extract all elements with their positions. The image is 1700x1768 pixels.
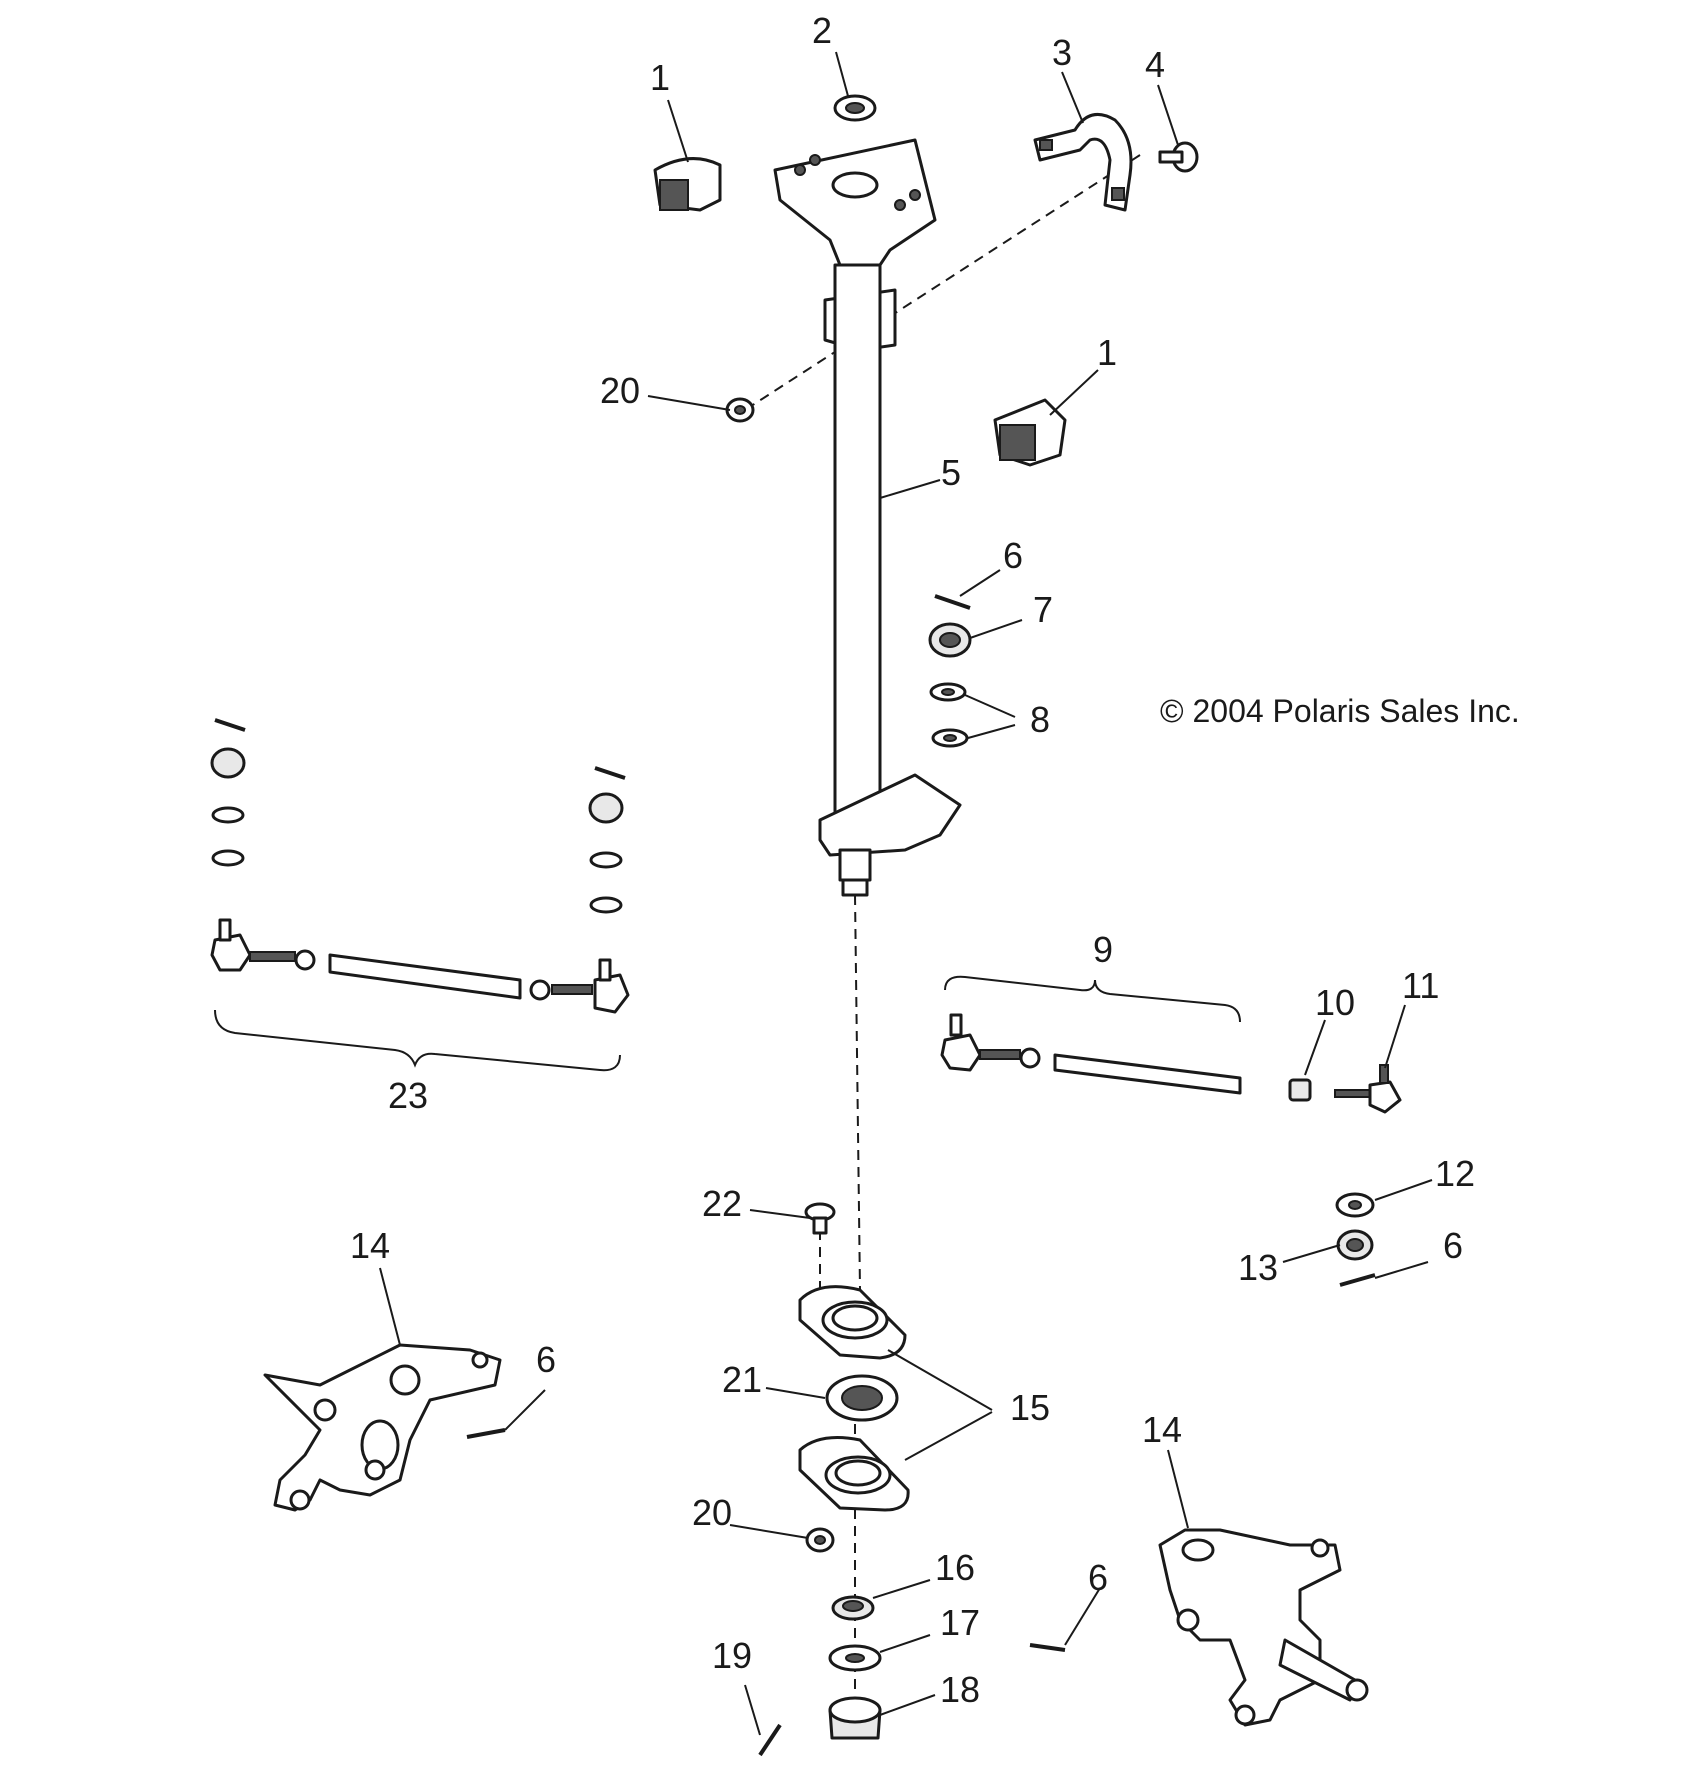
callout-labels: 1 2 3 4 1 20 5 6 7 8 9 10 11 23 22 12 13… <box>350 10 1475 1710</box>
bolt-clamp <box>1158 141 1199 173</box>
callout-label: 4 <box>1145 44 1165 85</box>
nut-top <box>833 94 877 122</box>
washer-tie-rod <box>1335 1192 1375 1218</box>
clamp <box>1033 112 1133 212</box>
nut-upper <box>725 397 755 423</box>
tie-rod-assembly-left <box>210 718 630 1072</box>
leader-lines <box>379 51 1433 1736</box>
callout-label: 8 <box>1030 699 1050 740</box>
callout-label: 17 <box>940 1602 980 1643</box>
bushing-right <box>993 398 1067 467</box>
bearing <box>825 1374 899 1422</box>
callout-label: 18 <box>940 1669 980 1710</box>
callout-label: 6 <box>1088 1557 1108 1598</box>
callout-label: 19 <box>712 1635 752 1676</box>
callout-label: 6 <box>1003 535 1023 576</box>
spacer <box>831 1595 875 1621</box>
washer-lower <box>828 1644 882 1672</box>
callout-label: 14 <box>1142 1409 1182 1450</box>
callout-label: 1 <box>650 57 670 98</box>
copyright-notice: © 2004 Polaris Sales Inc. <box>1160 693 1520 729</box>
callout-label: 20 <box>600 370 640 411</box>
callout-label: 6 <box>536 1339 556 1380</box>
callout-label: 1 <box>1097 332 1117 373</box>
bearing-housing-lower <box>798 1436 910 1512</box>
callout-label: 6 <box>1443 1225 1463 1266</box>
washers-column <box>929 682 969 748</box>
castle-nut-column <box>928 622 972 658</box>
tie-rod-end <box>1334 1064 1402 1114</box>
bushing-top <box>653 157 722 212</box>
assembly-line-column-lower <box>854 894 861 1291</box>
callout-label: 23 <box>388 1075 428 1116</box>
cotter-pin-lower <box>758 1723 782 1757</box>
callout-label: 11 <box>1402 965 1439 1006</box>
callout-label: 13 <box>1238 1247 1278 1288</box>
callout-label: 9 <box>1093 929 1113 970</box>
callout-label: 16 <box>935 1547 975 1588</box>
spindle-right <box>1158 1528 1369 1727</box>
cotter-pin-spindle-right <box>1029 1643 1066 1652</box>
steering-column <box>773 138 962 897</box>
nut-lower <box>805 1527 835 1553</box>
castle-nut-tie-rod <box>1336 1229 1374 1261</box>
callout-label: 7 <box>1033 589 1053 630</box>
castle-nut-lower <box>828 1696 882 1740</box>
callout-label: 22 <box>702 1183 742 1224</box>
jam-nut <box>1288 1078 1312 1102</box>
cotter-pin-column <box>934 594 971 610</box>
callout-label: 12 <box>1435 1153 1475 1194</box>
spindle-left <box>263 1343 502 1512</box>
bolt-bearing <box>804 1202 836 1235</box>
tie-rod-assembly-right <box>940 975 1242 1095</box>
cotter-pin-spindle-left <box>466 1428 506 1439</box>
callout-label: 15 <box>1010 1387 1050 1428</box>
callout-label: 10 <box>1315 982 1355 1023</box>
bearing-housing-upper <box>798 1285 907 1360</box>
cotter-pin-tie-rod <box>1339 1273 1376 1287</box>
assembly-line-clamp <box>744 154 1141 411</box>
callout-label: 3 <box>1052 32 1072 73</box>
callout-label: 14 <box>350 1225 390 1266</box>
callout-label: 21 <box>722 1359 762 1400</box>
callout-label: 2 <box>812 10 832 51</box>
callout-label: 5 <box>941 452 961 493</box>
callout-label: 20 <box>692 1492 732 1533</box>
